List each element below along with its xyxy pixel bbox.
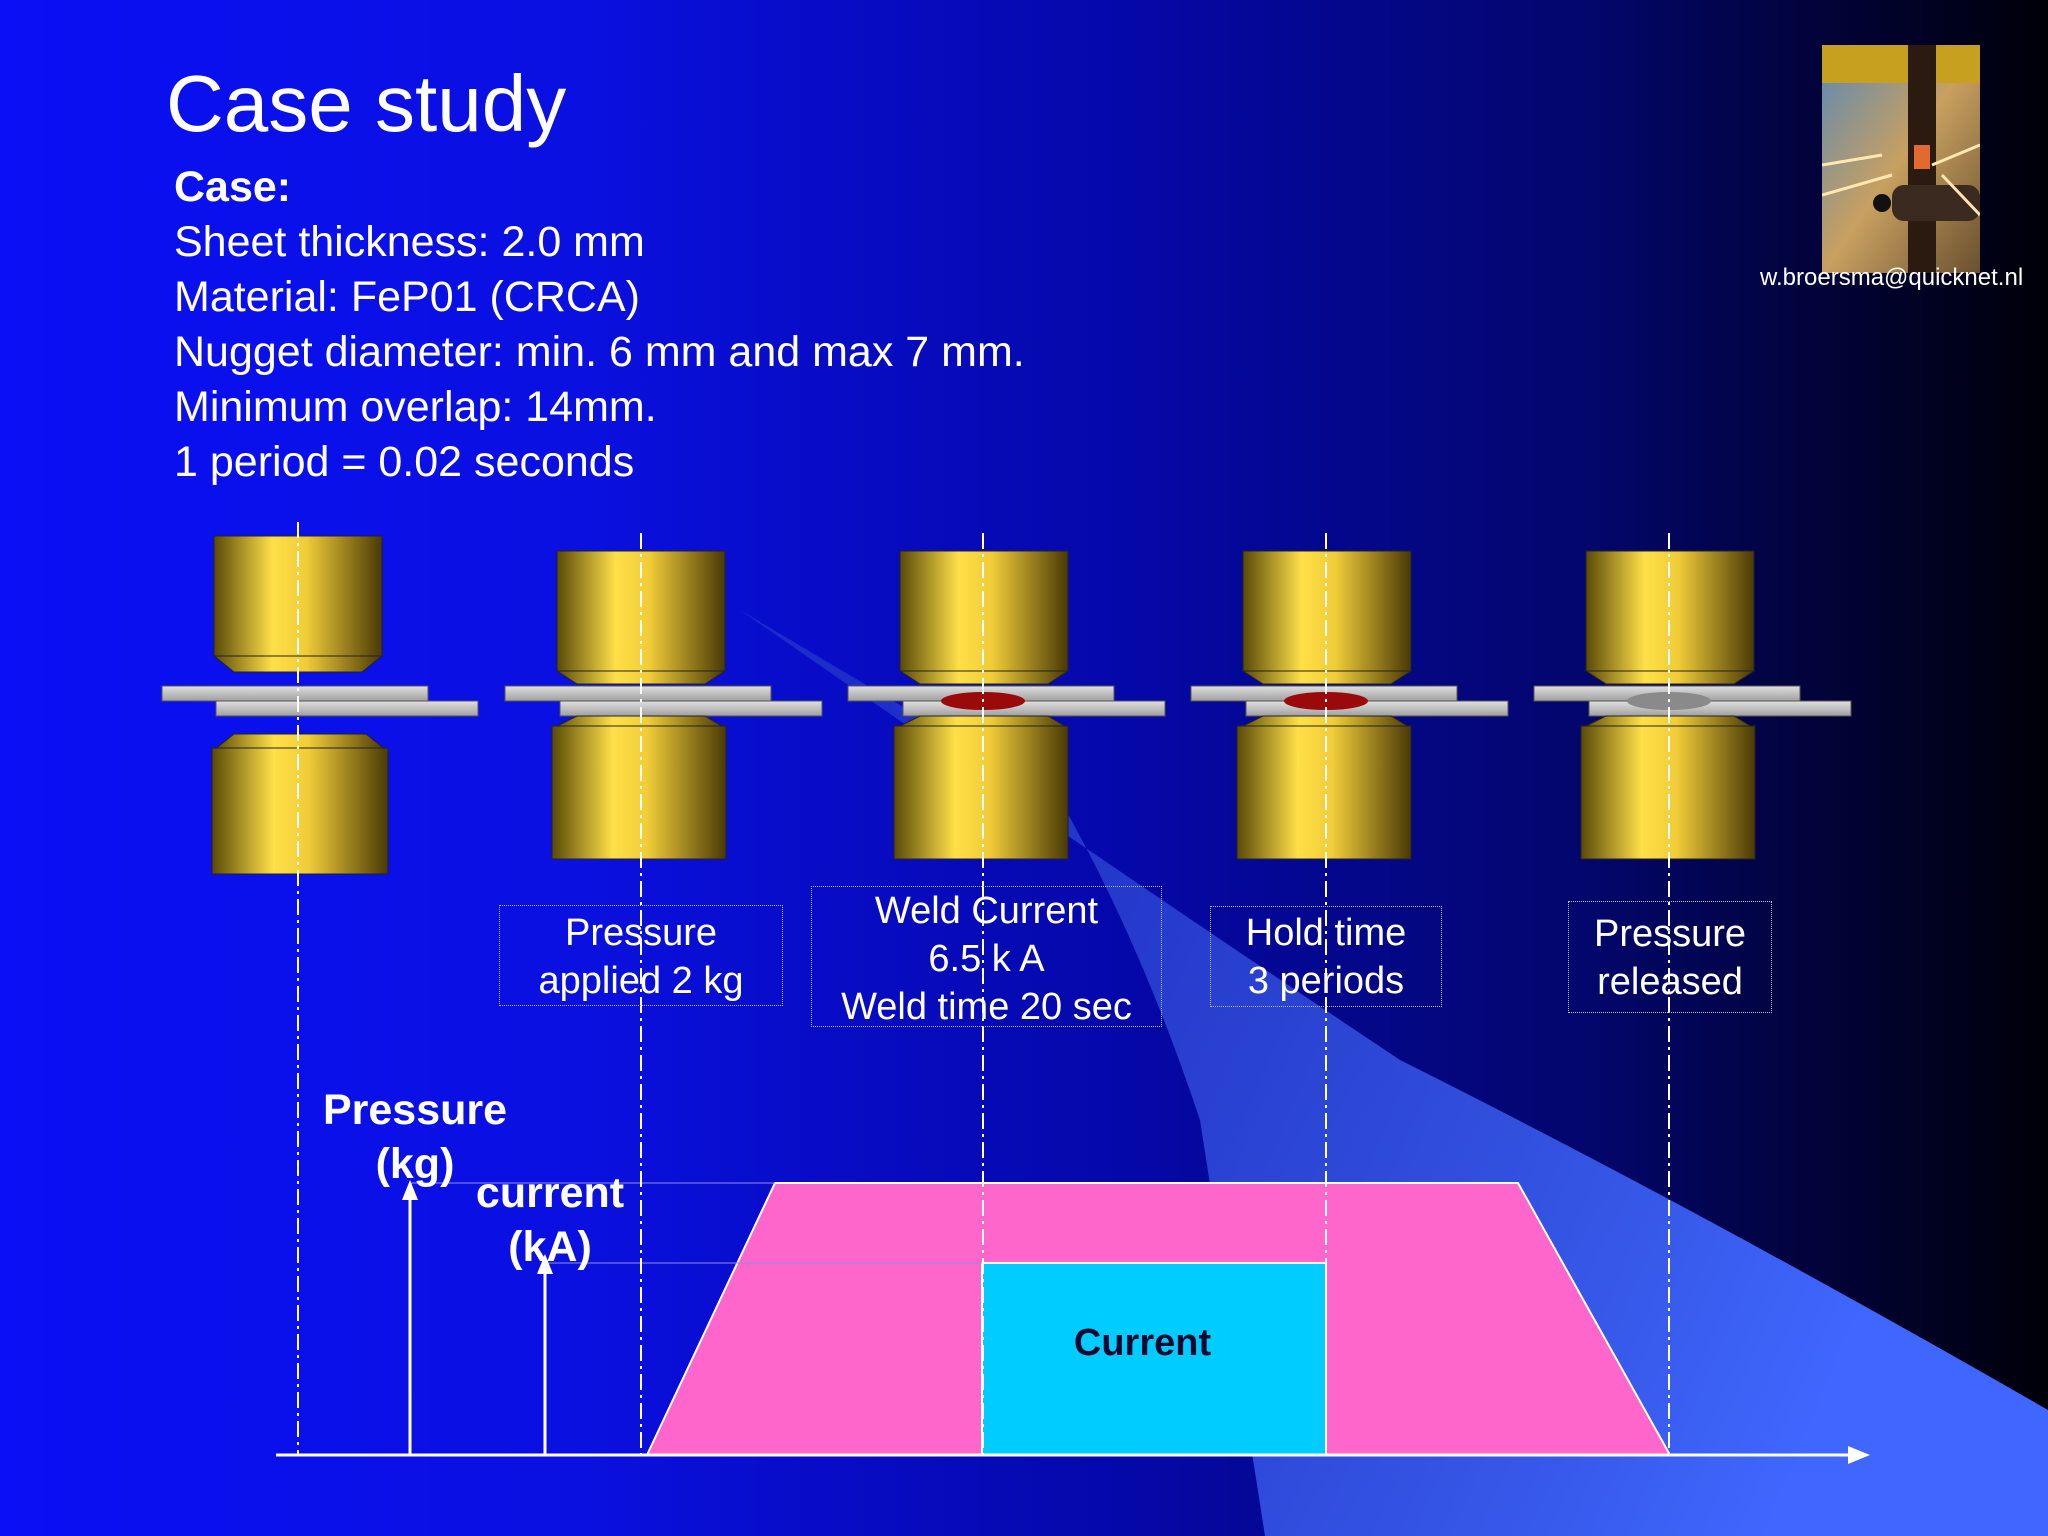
- case-line-period: 1 period = 0.02 seconds: [174, 438, 635, 486]
- current-axis-arrowhead: [537, 1254, 553, 1274]
- stage-label-pressure-applied: Pressure applied 2 kg: [499, 905, 783, 1006]
- axis-label-line: Pressure: [322, 1086, 508, 1134]
- stage-label-weld-current: Weld Current 6.5 k A Weld time 20 sec: [811, 886, 1162, 1028]
- lower-sheet: [215, 700, 479, 717]
- contact-email: w.broersma@quicknet.nl: [1760, 264, 2024, 291]
- stage-label-line: released: [1597, 961, 1743, 1003]
- case-heading: Case:: [174, 163, 292, 211]
- case-line-nugget: Nugget diameter: min. 6 mm and max 7 mm.: [174, 328, 1025, 376]
- stage-label-line: applied 2 kg: [538, 960, 744, 1002]
- current-block-label: Current: [1073, 1322, 1212, 1364]
- electrode-set-stage-1: [161, 535, 479, 875]
- stage-label-line: Hold time: [1245, 912, 1407, 954]
- axis-label-line: (kA): [508, 1223, 592, 1271]
- welding-photo: [1822, 45, 1980, 273]
- stage-guide-lines: [297, 522, 1670, 1455]
- stage-label-line: Weld Current: [874, 890, 1099, 932]
- case-line-material: Material: FeP01 (CRCA): [174, 273, 640, 321]
- current-profile: [981, 1262, 1327, 1456]
- pressure-axis-label: Pressure (kg): [300, 1083, 530, 1191]
- stage-label-pressure-released: Pressure released: [1568, 901, 1772, 1013]
- lower-electrode: [211, 747, 389, 875]
- case-description: Case: Sheet thickness: 2.0 mm Material: …: [174, 160, 1025, 490]
- electrode-set-stage-5: [1533, 550, 1852, 860]
- upper-sheet: [161, 685, 429, 702]
- stage-label-line: 6.5 k A: [928, 938, 1045, 980]
- stage-label-line: Pressure: [564, 912, 718, 954]
- current-axis-label: current (kA): [450, 1166, 650, 1274]
- upper-electrode-tip: [212, 655, 384, 673]
- time-axis-arrowhead: [1848, 1446, 1870, 1464]
- stage-label-line: Weld time 20 sec: [841, 986, 1132, 1028]
- pressure-axis-arrowhead: [402, 1180, 418, 1200]
- stage-label-line: 3 periods: [1247, 960, 1405, 1002]
- page-title: Case study: [166, 59, 567, 148]
- axis-label-line: current: [475, 1169, 625, 1217]
- electrode-set-stage-3: [847, 550, 1166, 860]
- case-line-thickness: Sheet thickness: 2.0 mm: [174, 218, 645, 266]
- stage-label-hold-time: Hold time 3 periods: [1210, 906, 1442, 1007]
- stage-label-line: Pressure: [1593, 913, 1747, 955]
- case-line-overlap: Minimum overlap: 14mm.: [174, 383, 657, 431]
- electrode-set-stage-4: [1190, 550, 1509, 860]
- electrode-set-stage-2: [504, 550, 823, 860]
- axis-label-line: (kg): [375, 1140, 455, 1188]
